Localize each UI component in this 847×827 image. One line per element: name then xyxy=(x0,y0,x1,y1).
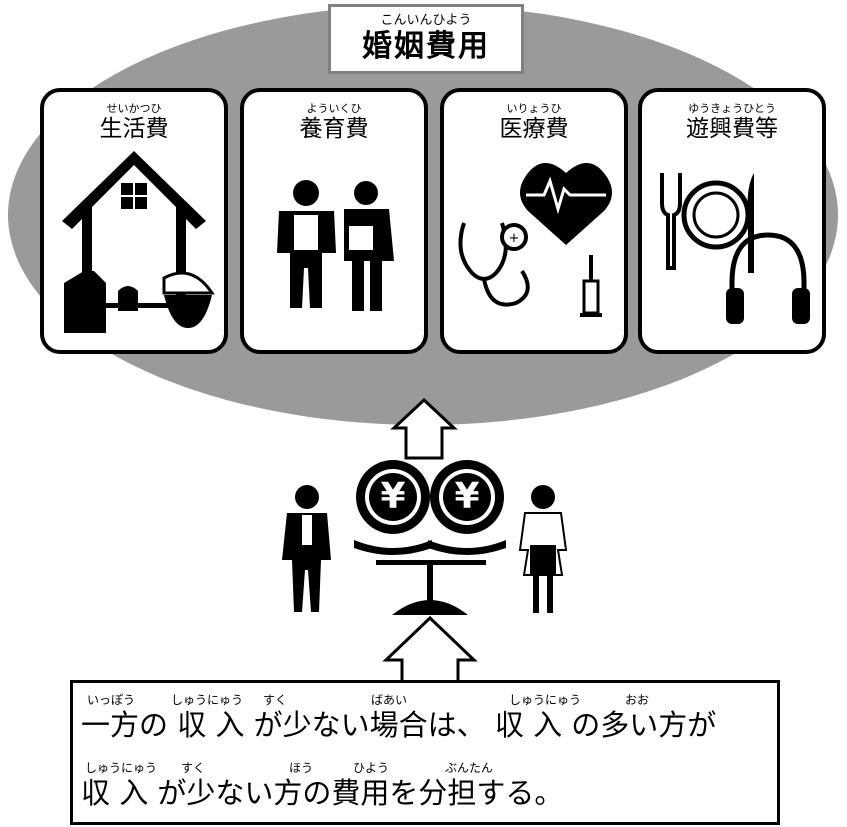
husband-icon xyxy=(282,485,331,612)
title-box: こんいんひよう 婚姻費用 xyxy=(328,4,524,74)
dining-headphones-icon xyxy=(660,173,810,324)
card-label: 医療費 xyxy=(499,116,569,142)
title-label: 婚姻費用 xyxy=(362,29,490,64)
wife-icon xyxy=(518,485,568,613)
card-label: 生活費 xyxy=(99,116,169,142)
upper-arrow xyxy=(390,397,458,460)
ruby-hou: ほう xyxy=(289,761,314,775)
card-entertainment-expenses: ゆうきょうひとう 遊興費等 xyxy=(638,88,826,354)
ruby-row-2: しゅうにゅう すく ほう ひよう ぶんたん xyxy=(81,759,563,775)
heart-stethoscope-icon: + xyxy=(458,163,612,317)
card-medical-expenses: いりょうひ 医療費 + xyxy=(440,88,628,354)
ruby-suku: すく xyxy=(263,693,288,707)
yen-symbol-right: ¥ xyxy=(454,476,480,517)
ruby-buntan: ぶんたん xyxy=(445,761,494,775)
parent-child-icon xyxy=(277,180,394,311)
note-line-1: いっぽう しゅうにゅう すく ばあい しゅうにゅう おお 一方の 収 入 が少な… xyxy=(81,691,716,743)
ruby-ippou: いっぽう xyxy=(87,693,136,707)
note-line-2: しゅうにゅう すく ほう ひよう ぶんたん 収 入 が少ない方の費用を分担する。 xyxy=(81,759,563,811)
ruby-shuunyuu: しゅうにゅう xyxy=(171,693,244,707)
card-label: 養育費 xyxy=(299,116,369,142)
card-ruby: いりょうひ xyxy=(506,102,562,115)
card-ruby: ゆうきょうひとう xyxy=(688,102,776,115)
title-ruby: こんいんひよう xyxy=(380,13,472,28)
ruby-baai: ばあい xyxy=(371,693,408,707)
ruby-suku-2: すく xyxy=(181,761,206,775)
explanation-box: いっぽう しゅうにゅう すく ばあい しゅうにゅう おお 一方の 収 入 が少な… xyxy=(70,680,780,825)
balance-scale-icon xyxy=(354,460,506,615)
card-ruby: せいかつひ xyxy=(106,102,162,115)
yen-symbol-left: ¥ xyxy=(380,476,406,517)
note-text-2: 収 入 が少ない方の費用を分担する。 xyxy=(81,776,564,810)
ruby-row-1: いっぽう しゅうにゅう すく ばあい しゅうにゅう おお xyxy=(81,691,716,707)
ruby-ooi: おお xyxy=(625,693,650,707)
card-living-expenses: せいかつひ 生活費 xyxy=(40,88,228,354)
card-childcare-expenses: よういくひ 養育費 xyxy=(240,88,428,354)
card-label: 遊興費等 xyxy=(686,116,778,142)
card-ruby: よういくひ xyxy=(306,102,362,115)
ruby-hiyou: ひよう xyxy=(353,761,390,775)
ruby-shuunyuu-2: しゅうにゅう xyxy=(509,693,582,707)
house-icon xyxy=(62,151,215,333)
lower-arrow xyxy=(382,615,478,688)
ruby-shuunyuu-3: しゅうにゅう xyxy=(85,761,158,775)
svg-text:+: + xyxy=(509,231,520,246)
note-text-1: 一方の 収 入 が少ない場合は、 収 入 の多い方が xyxy=(81,708,717,742)
